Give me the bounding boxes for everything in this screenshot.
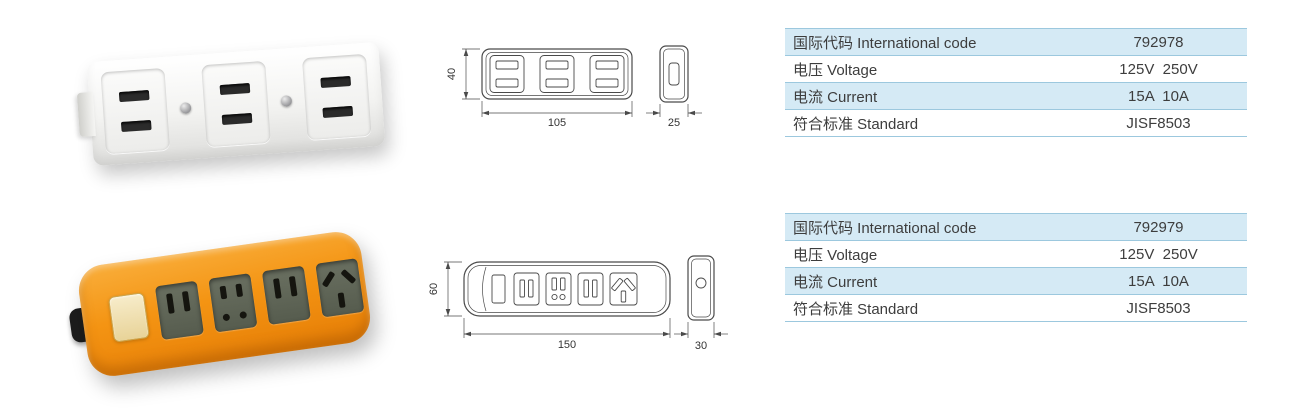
spec-label: 电压 Voltage	[793, 246, 878, 264]
table-row: 国际代码 International code 792978	[785, 29, 1247, 56]
spec-value: 792978	[1133, 33, 1184, 51]
socket-outlet	[154, 280, 204, 340]
socket-slot	[320, 75, 351, 88]
socket-slot	[322, 106, 354, 119]
socket-slot	[221, 113, 253, 126]
screw	[280, 94, 293, 107]
socket-slot	[340, 268, 357, 285]
table-row: 国际代码 International code 792979	[785, 214, 1247, 241]
table-row: 电流 Current 15A 10A	[785, 83, 1247, 110]
dimension-depth-label: 25	[668, 117, 680, 129]
socket-slot	[235, 283, 244, 298]
socket-symbols	[491, 272, 638, 306]
dimension-height-label: 40	[446, 68, 458, 80]
socket-slot	[166, 293, 175, 314]
spec-label: 电流 Current	[793, 88, 878, 106]
table-row: 电压 Voltage 125V 250V	[785, 241, 1247, 268]
dimension-depth-label: 30	[695, 340, 707, 352]
spec-label: 符合标准 Standard	[793, 300, 919, 318]
socket-outlet-universal	[315, 258, 365, 318]
socket-slot	[219, 82, 251, 95]
spec-label: 符合标准 Standard	[793, 115, 919, 133]
socket-slot	[121, 120, 152, 133]
spec-label: 电流 Current	[793, 273, 878, 291]
technical-drawing-orange-strip: 60 150 30	[428, 255, 728, 352]
dimension-labels: 40 105 25	[446, 68, 680, 129]
spec-value: 15A 10A	[1128, 272, 1189, 290]
spec-value: 792979	[1133, 218, 1184, 236]
orange-strip-body	[68, 228, 374, 380]
socket-outlet	[301, 53, 372, 141]
socket-outlet	[201, 60, 271, 148]
spec-table-792979: 国际代码 International code 792979 电压 Voltag…	[785, 213, 1247, 322]
spec-label: 国际代码 International code	[793, 219, 977, 237]
socket-slot	[288, 275, 298, 297]
product-photo-orange-strip	[68, 228, 374, 380]
spec-value: 15A 10A	[1128, 87, 1189, 105]
socket-slot	[118, 89, 150, 102]
table-row: 电流 Current 15A 10A	[785, 268, 1247, 295]
spec-label: 国际代码 International code	[793, 34, 977, 52]
socket-outlet-combo	[208, 273, 258, 333]
front-view-outline	[463, 255, 715, 321]
spec-table-792978: 国际代码 International code 792978 电压 Voltag…	[785, 28, 1247, 137]
dimension-width-label: 105	[548, 117, 566, 129]
screw	[179, 101, 192, 114]
dimension-labels: 60 150 30	[428, 283, 707, 352]
side-view-outline	[659, 45, 689, 103]
product-photo-white-socket	[76, 41, 386, 167]
dimension-lines	[462, 48, 702, 117]
spec-value: JISF8503	[1126, 114, 1191, 132]
socket-outlet	[261, 265, 311, 325]
orange-strip-face	[75, 228, 374, 380]
side-view-outline	[687, 255, 715, 321]
table-row: 电压 Voltage 125V 250V	[785, 56, 1247, 83]
socket-slot	[321, 270, 336, 288]
dimension-arrows	[445, 262, 721, 337]
socket-slot	[181, 290, 191, 312]
socket-outlet	[100, 67, 171, 155]
front-view-outline	[481, 45, 689, 103]
socket-pin-hole	[239, 311, 248, 319]
spec-label: 电压 Voltage	[793, 61, 878, 79]
table-row: 符合标准 Standard JISF8503	[785, 110, 1247, 137]
dimension-height-label: 60	[428, 283, 440, 295]
socket-slot	[272, 278, 282, 299]
socket-slot	[337, 292, 346, 309]
spec-value: 125V 250V	[1119, 60, 1198, 78]
spec-value: JISF8503	[1126, 299, 1191, 317]
strip-button	[107, 292, 150, 343]
white-socket-body	[76, 41, 386, 167]
spec-value: 125V 250V	[1119, 245, 1198, 263]
socket-symbols	[489, 55, 625, 93]
dimension-width-label: 150	[558, 339, 576, 351]
dimension-arrows	[463, 49, 695, 116]
table-row: 符合标准 Standard JISF8503	[785, 295, 1247, 322]
socket-pin-hole	[222, 313, 231, 322]
socket-slot	[219, 285, 228, 300]
technical-drawing-white-socket: 40 105 25	[446, 45, 702, 129]
white-socket-side-tab	[76, 91, 96, 137]
